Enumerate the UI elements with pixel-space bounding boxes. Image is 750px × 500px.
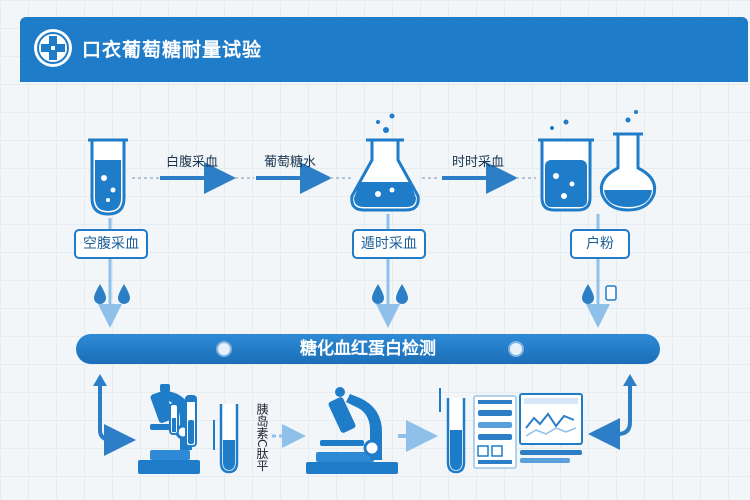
- flask-icon: [350, 113, 420, 212]
- header-divider: [20, 79, 748, 82]
- curved-arrow-left: [98, 380, 136, 456]
- round-flask-icon: [599, 110, 657, 212]
- arrow-label-1: 白腹采血: [166, 155, 219, 170]
- insulin-c-peptide-label: 胰岛素C肽平: [255, 403, 269, 472]
- beaker-icon: [538, 119, 594, 212]
- arrow-label-2: 葡萄糖水: [264, 155, 317, 170]
- monitor-chart-icon: [519, 393, 583, 463]
- header-bar: 口衣葡萄糖耐量试验: [20, 17, 748, 79]
- microscope-2-icon: [306, 387, 398, 474]
- hba1c-test-bar: 糖化血红蛋白检测: [76, 334, 660, 364]
- report-sheet-icon: [473, 395, 517, 469]
- sample-vials-icon: [169, 395, 197, 447]
- result-tube-icon: [439, 388, 466, 474]
- tall-test-tube-icon: [213, 404, 239, 474]
- step-label-2: 遁时采血: [352, 229, 426, 259]
- small-vial-icon: [605, 285, 617, 301]
- microscope-icon: [138, 384, 200, 474]
- test-tube-icon: [88, 138, 128, 216]
- arrow-label-3: 时时采血: [452, 155, 505, 170]
- bar-dot-left: [216, 341, 232, 357]
- page-title: 口衣葡萄糖耐量试验: [82, 39, 263, 61]
- step-label-1: 空腹采血: [74, 229, 148, 259]
- hba1c-test-label: 糖化血红蛋白检测: [300, 339, 436, 359]
- step-label-3: 户粉: [570, 229, 630, 259]
- medical-cross-icon: [34, 29, 72, 67]
- bar-dot-right: [508, 341, 524, 357]
- blood-drop-icons: [94, 284, 594, 304]
- curved-arrow-right: [588, 380, 632, 450]
